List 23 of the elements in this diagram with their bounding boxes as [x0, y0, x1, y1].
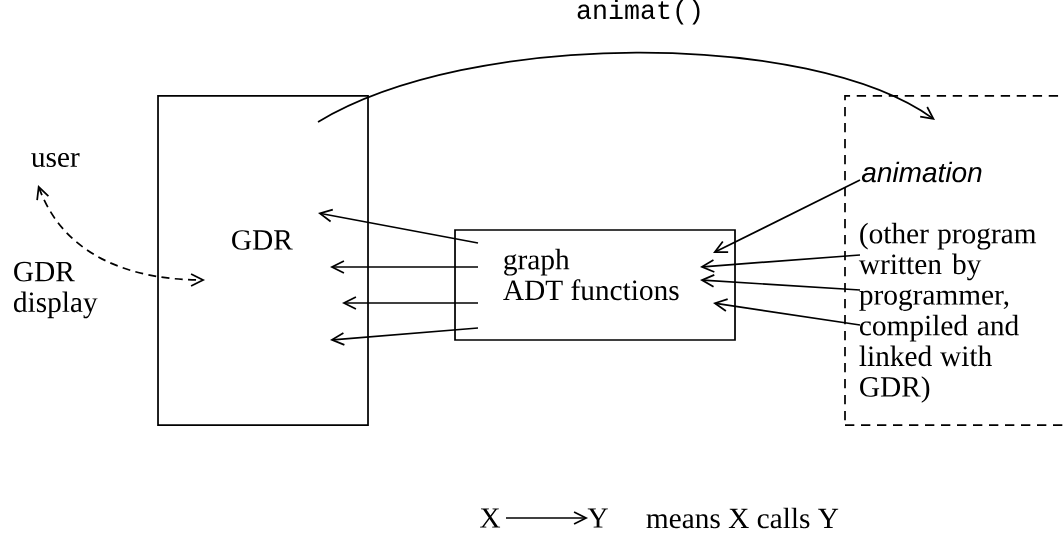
legend-text: Y — [587, 508, 608, 528]
arrow — [342, 296, 479, 310]
arrow — [713, 298, 861, 326]
process-box — [454, 229, 736, 341]
arrow — [330, 327, 479, 346]
arrow — [318, 208, 479, 244]
process-box — [157, 95, 369, 426]
box-note: (other program written by programmer, compiled and linked with GDR) — [858, 222, 1037, 403]
edge-label: animat() — [577, 0, 700, 25]
legend-text: means X calls Y — [646, 507, 839, 529]
arrow — [700, 274, 861, 291]
box-label: user — [31, 152, 80, 168]
edge-label: GDR display — [13, 261, 98, 319]
legend-text: X — [480, 508, 501, 528]
arrow — [36, 185, 205, 287]
arrow — [713, 179, 861, 254]
box-label: animation — [861, 161, 982, 183]
arrow — [330, 260, 479, 274]
arrow — [700, 254, 861, 273]
box-label: graph ADT functions — [503, 248, 679, 301]
box-label: GDR — [232, 230, 293, 250]
dashed-box — [844, 95, 1064, 426]
arrow — [317, 51, 935, 123]
